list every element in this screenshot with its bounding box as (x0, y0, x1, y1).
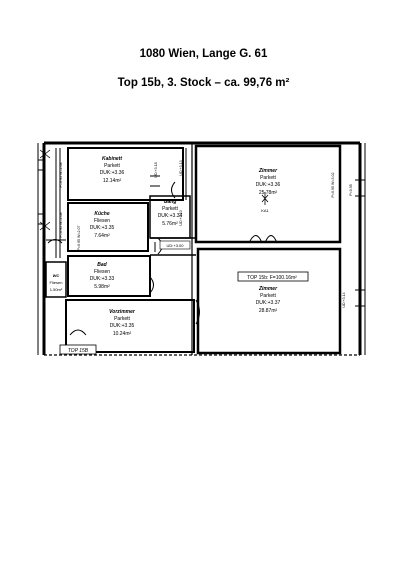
room-floor-kabinett: Parkett (104, 163, 120, 169)
room-floor-bad: Fliesen (94, 269, 110, 275)
room-floor-kueche: Fliesen (94, 218, 110, 224)
room-name-zimmer-1: Zimmer (258, 168, 278, 174)
dim-zimmer-2: UD:+3.14 (342, 292, 346, 307)
room-duk-zimmer-2: DUK:+3.37 (256, 300, 281, 306)
room-area-zimmer-2: 28.87m² (259, 308, 278, 314)
ka-symbol-label: KA1 (261, 208, 269, 213)
room-area-wc: 1.50m² (50, 287, 63, 292)
room-duk-kabinett: DUK:+3.36 (100, 170, 125, 176)
room-area-kueche: 7.64m² (94, 233, 110, 239)
dim-zimmer-1: P=0.95 W=3.02 (331, 173, 335, 198)
dim-wall-1: P=0.95 W=2.07 (77, 226, 81, 251)
room-duk-kueche: DUK:+3.35 (90, 225, 115, 231)
unit-heading: Top 15b, 3. Stock – ca. 99,76 m² (117, 77, 290, 89)
dim-gang-side: UD:+3.10 (179, 210, 183, 225)
room-floor-gang: Parkett (162, 206, 178, 212)
dim-gang-top-2: UD:+3.13 (179, 160, 183, 175)
room-name-bad: Bad (97, 262, 107, 268)
dim-gang-top: UD:+3.18 (154, 162, 158, 177)
room-area-kabinett: 12.14m² (103, 178, 122, 184)
ud-gang-label: UD:+3.00 (166, 243, 184, 248)
address-heading: 1080 Wien, Lange G. 61 (139, 48, 268, 60)
room-floor-wc: Fliesen (50, 280, 63, 285)
top-unit-label: TOP 15B (68, 348, 89, 354)
dim-kueche: P=0.95 W=2.68 (59, 213, 63, 238)
room-area-zimmer-1: 25.78m² (259, 190, 278, 196)
dim-wall-2: P=0.95 (349, 184, 353, 196)
room-name-zimmer-2: Zimmer (258, 286, 278, 292)
room-name-kueche: Küche (94, 211, 110, 217)
room-duk-gang: DUK:+3.34 (158, 213, 183, 219)
room-duk-vorzimmer: DUK:+3.35 (110, 323, 135, 329)
room-floor-zimmer-2: Parkett (260, 293, 276, 299)
room-name-wc: WC (53, 273, 60, 278)
top-area-label: TOP 15b: F=100.16m² (247, 275, 297, 281)
room-area-gang: 5.76m² (162, 221, 178, 227)
room-name-gang: Gang (164, 199, 177, 205)
dim-kabinett: P=0.95 W=2.68 (59, 163, 63, 188)
room-name-vorzimmer: Vorzimmer (109, 309, 136, 315)
room-floor-vorzimmer: Parkett (114, 316, 130, 322)
room-duk-zimmer-1: DUK:+3.36 (256, 182, 281, 188)
room-area-vorzimmer: 10.24m² (113, 331, 132, 337)
room-area-bad: 5.98m² (94, 284, 110, 290)
room-name-kabinett: Kabinett (102, 156, 122, 162)
room-floor-zimmer-1: Parkett (260, 175, 276, 181)
room-duk-bad: DUK:+3.33 (90, 276, 115, 282)
